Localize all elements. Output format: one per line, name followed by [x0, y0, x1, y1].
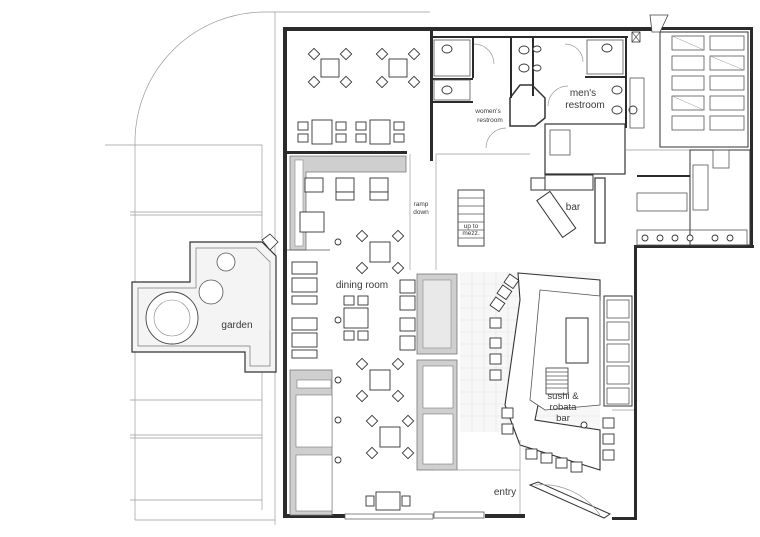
- mens-restroom-label-line2: restroom: [565, 100, 604, 111]
- mens-restroom-label-line1: men's: [570, 88, 596, 99]
- entry-label: entry: [494, 487, 516, 498]
- entry-area: entry: [344, 409, 634, 520]
- stairs-and-ramp: up to mezz. ramp down: [409, 153, 530, 270]
- bar-label: bar: [566, 202, 581, 213]
- sushi-bar-label-line1: sushi &: [547, 391, 579, 402]
- restrooms: women's restroom men's restroom: [433, 36, 645, 149]
- ramp-label-line1: ramp: [414, 201, 429, 208]
- garden-area: [131, 233, 279, 373]
- stairs-label-line1: up to: [464, 223, 479, 230]
- main-dining-room: dining room: [287, 155, 458, 516]
- garden-tree: [145, 291, 199, 345]
- womens-restroom-label-line2: restroom: [477, 117, 503, 124]
- sushi-bar-label-line2: robata: [550, 402, 578, 413]
- bar-stools: [489, 273, 615, 473]
- sushi-bar-label-line3: bar: [556, 413, 570, 424]
- upper-dining: [287, 31, 433, 161]
- stairs-label-line2: mezz.: [462, 230, 480, 237]
- sushi-robata-bar: sushi & robata bar: [460, 272, 633, 473]
- service-area: [544, 14, 751, 246]
- dining-room-label: dining room: [336, 280, 388, 291]
- garden-label: garden: [221, 320, 252, 331]
- site-context: [105, 11, 430, 525]
- womens-restroom-label-line1: women's: [474, 108, 501, 115]
- column-markers: [334, 238, 342, 464]
- bar-area: bar: [530, 174, 606, 244]
- ramp-label-line2: down: [413, 209, 429, 216]
